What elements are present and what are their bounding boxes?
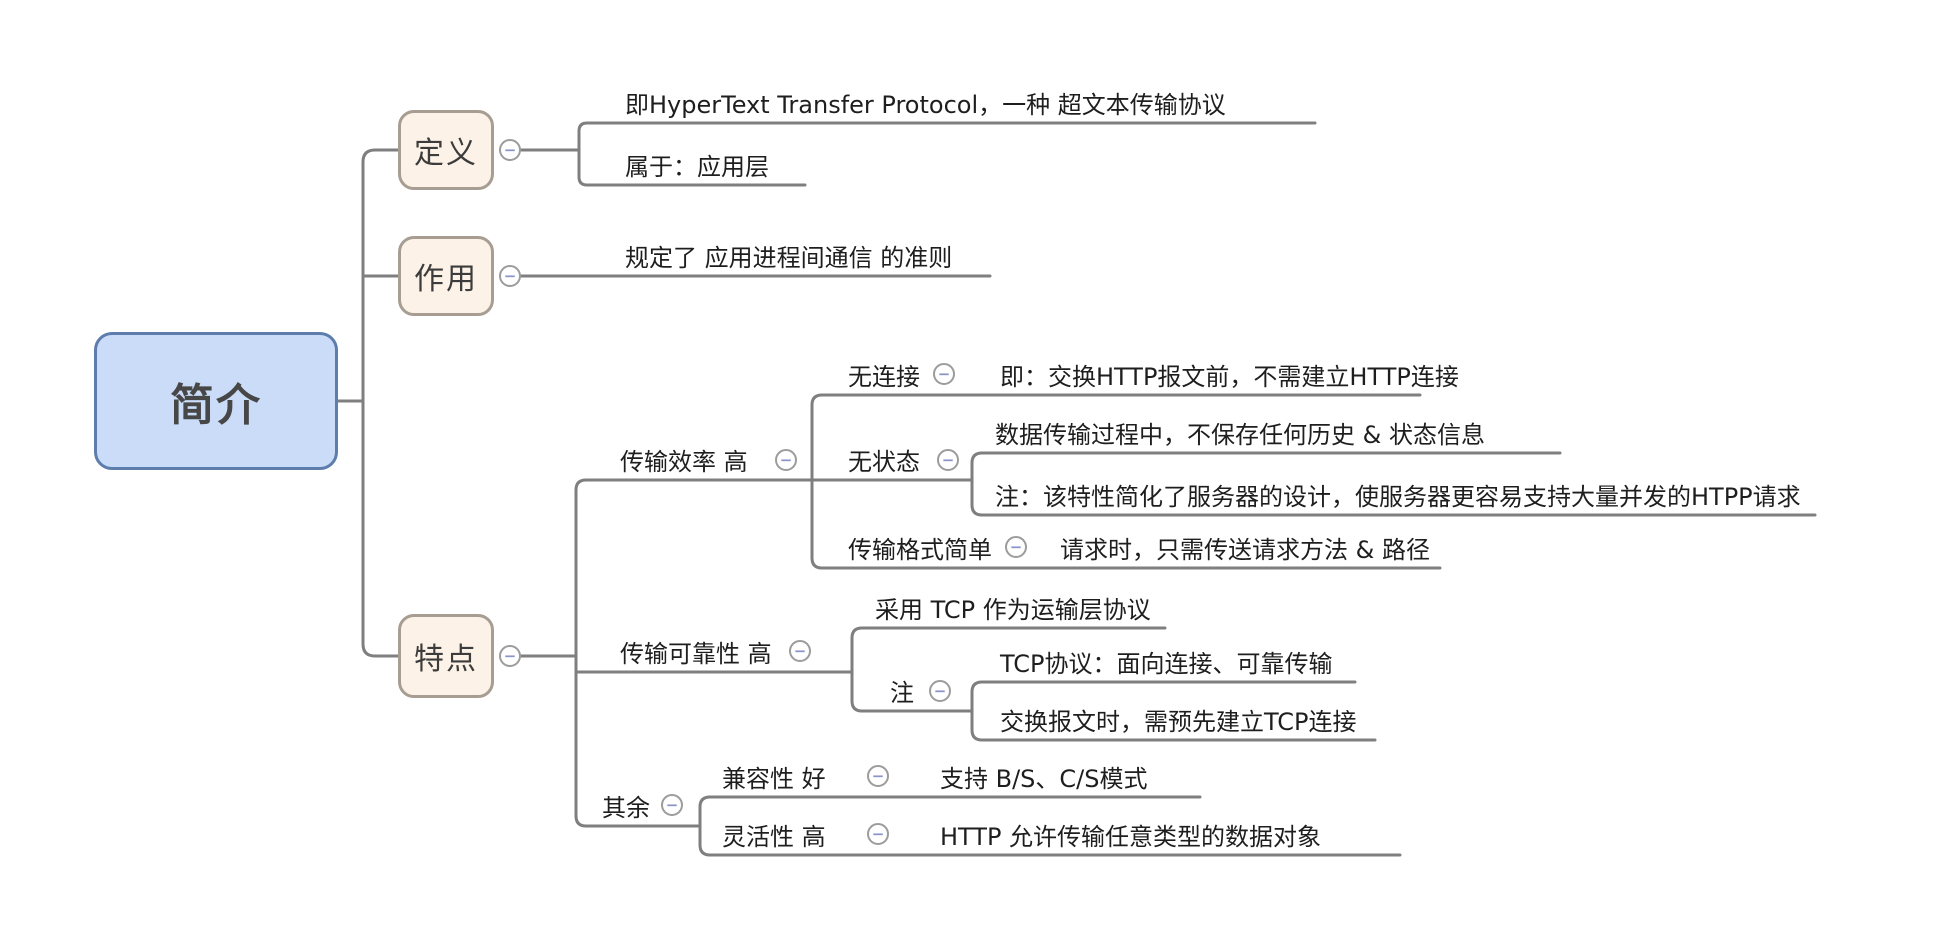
topic-definition-child-1[interactable]: 即HyperText Transfer Protocol，一种 超文本传输协议 [625, 91, 1226, 119]
topic-simple-format-note[interactable]: 请求时，只需传送请求方法 & 路径 [1060, 536, 1430, 564]
trunk-connector [361, 148, 400, 658]
branch-node-function-label: 作用 [414, 262, 478, 297]
collapse-toggle-flexibility[interactable]: − [867, 823, 889, 845]
root-node[interactable]: 简介 [94, 332, 338, 470]
definition-children [577, 121, 1317, 187]
collapse-toggle-reliability[interactable]: − [789, 640, 811, 662]
features-spine [574, 478, 974, 828]
collapse-toggle-features[interactable]: − [499, 645, 521, 667]
topic-connectionless[interactable]: 无连接 [848, 363, 920, 391]
topic-function-child[interactable]: 规定了 应用进程间通信 的准则 [625, 244, 953, 272]
collapse-toggle-others[interactable]: − [661, 794, 683, 816]
note-children-spine [970, 680, 1377, 742]
collapse-toggle-definition[interactable]: − [499, 139, 521, 161]
collapse-toggle-stateless[interactable]: − [937, 449, 959, 471]
collapse-toggle-efficiency[interactable]: − [775, 449, 797, 471]
topic-reliability[interactable]: 传输可靠性 高 [620, 640, 772, 668]
collapse-toggle-function[interactable]: − [499, 265, 521, 287]
others-children-spine [698, 795, 1402, 857]
efficiency-children-spine [810, 393, 1442, 570]
stateless-children-spine [970, 451, 1817, 517]
topic-definition-child-2[interactable]: 属于：应用层 [625, 153, 769, 181]
collapse-toggle-connectionless[interactable]: − [933, 363, 955, 385]
topic-note-child-1[interactable]: TCP协议：面向连接、可靠传输 [1000, 650, 1333, 678]
reliability-children-spine [850, 626, 1167, 713]
topic-others[interactable]: 其余 [602, 794, 650, 822]
topic-note-child-2[interactable]: 交换报文时，需预先建立TCP连接 [1000, 708, 1357, 736]
topic-simple-format[interactable]: 传输格式简单 [848, 536, 992, 564]
collapse-toggle-compatibility[interactable]: − [867, 765, 889, 787]
topic-stateless-child-1[interactable]: 数据传输过程中，不保存任何历史 & 状态信息 [995, 421, 1485, 449]
topic-reliability-tcp[interactable]: 采用 TCP 作为运输层协议 [875, 596, 1151, 624]
topic-flexibility[interactable]: 灵活性 高 [722, 823, 826, 851]
branch-node-definition[interactable]: 定义 [398, 110, 494, 190]
topic-efficiency[interactable]: 传输效率 高 [620, 448, 748, 476]
topic-stateless[interactable]: 无状态 [848, 448, 920, 476]
topic-reliability-note[interactable]: 注 [890, 679, 914, 707]
topic-compatibility[interactable]: 兼容性 好 [722, 765, 826, 793]
root-node-label: 简介 [170, 380, 262, 431]
branch-node-definition-label: 定义 [414, 136, 478, 171]
collapse-toggle-note[interactable]: − [929, 680, 951, 702]
collapse-toggle-simple-format[interactable]: − [1005, 536, 1027, 558]
topic-flexibility-note[interactable]: HTTP 允许传输任意类型的数据对象 [940, 823, 1322, 851]
branch-node-features[interactable]: 特点 [398, 614, 494, 698]
topic-connectionless-note[interactable]: 即：交换HTTP报文前，不需建立HTTP连接 [1000, 363, 1459, 391]
topic-stateless-child-2[interactable]: 注：该特性简化了服务器的设计，使服务器更容易支持大量并发的HTPP请求 [995, 483, 1801, 511]
branch-node-features-label: 特点 [414, 642, 478, 677]
topic-compatibility-note[interactable]: 支持 B/S、C/S模式 [940, 765, 1148, 793]
branch-node-function[interactable]: 作用 [398, 236, 494, 316]
